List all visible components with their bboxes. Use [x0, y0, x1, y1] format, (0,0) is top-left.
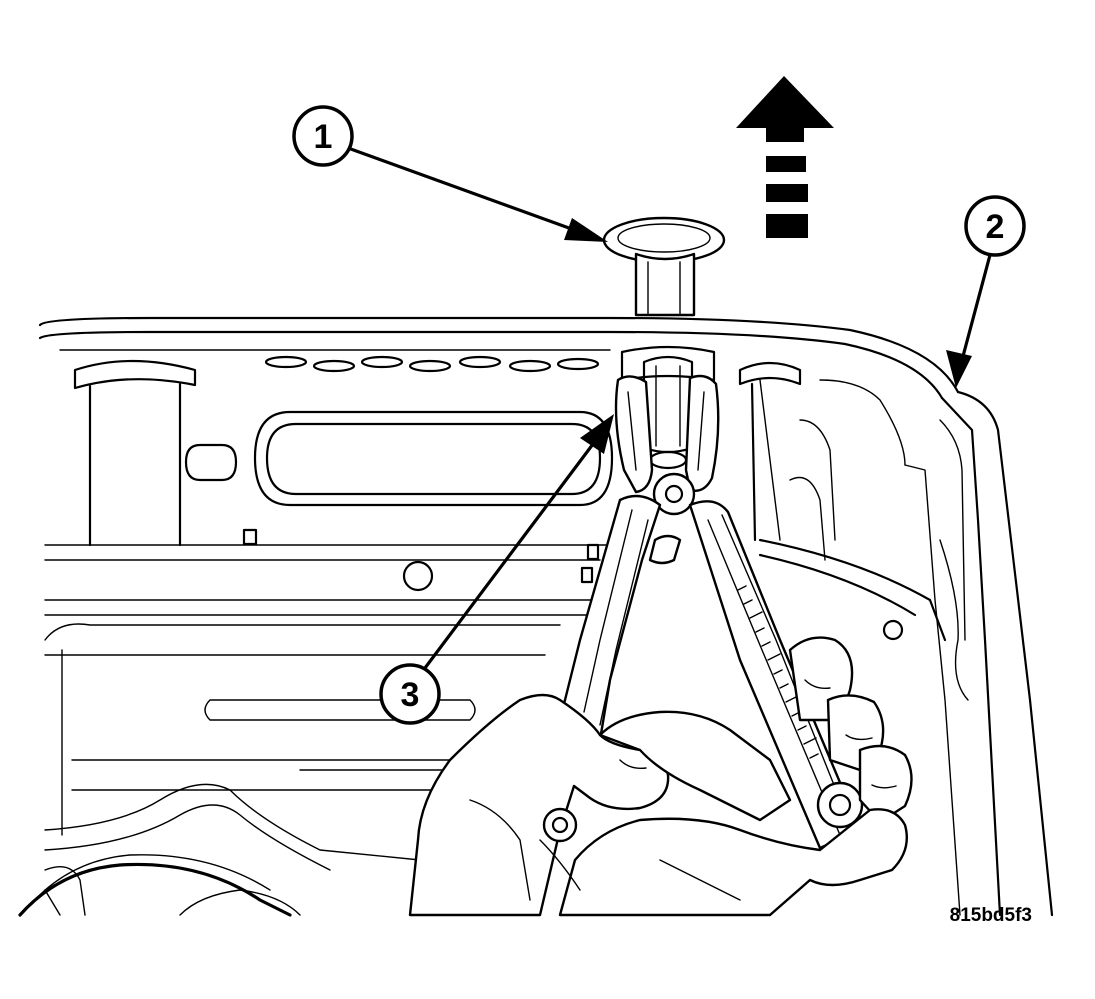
callout-leaders [346, 146, 992, 670]
technician-hand [408, 636, 913, 917]
callout-3-label: 3 [401, 676, 420, 714]
handle-scale [737, 585, 819, 759]
trim-pliers [558, 374, 864, 850]
callout-2: 2 [964, 195, 1026, 257]
callout-2-label: 2 [986, 208, 1005, 246]
push-pin-retainer [602, 216, 726, 317]
figure-code: 815bd5f3 [950, 905, 1032, 926]
callout-1: 1 [292, 105, 354, 167]
up-arrow-icon [736, 76, 834, 238]
callout-1-label: 1 [314, 118, 333, 156]
vent-slots [264, 355, 600, 373]
callout-3: 3 [379, 663, 441, 725]
